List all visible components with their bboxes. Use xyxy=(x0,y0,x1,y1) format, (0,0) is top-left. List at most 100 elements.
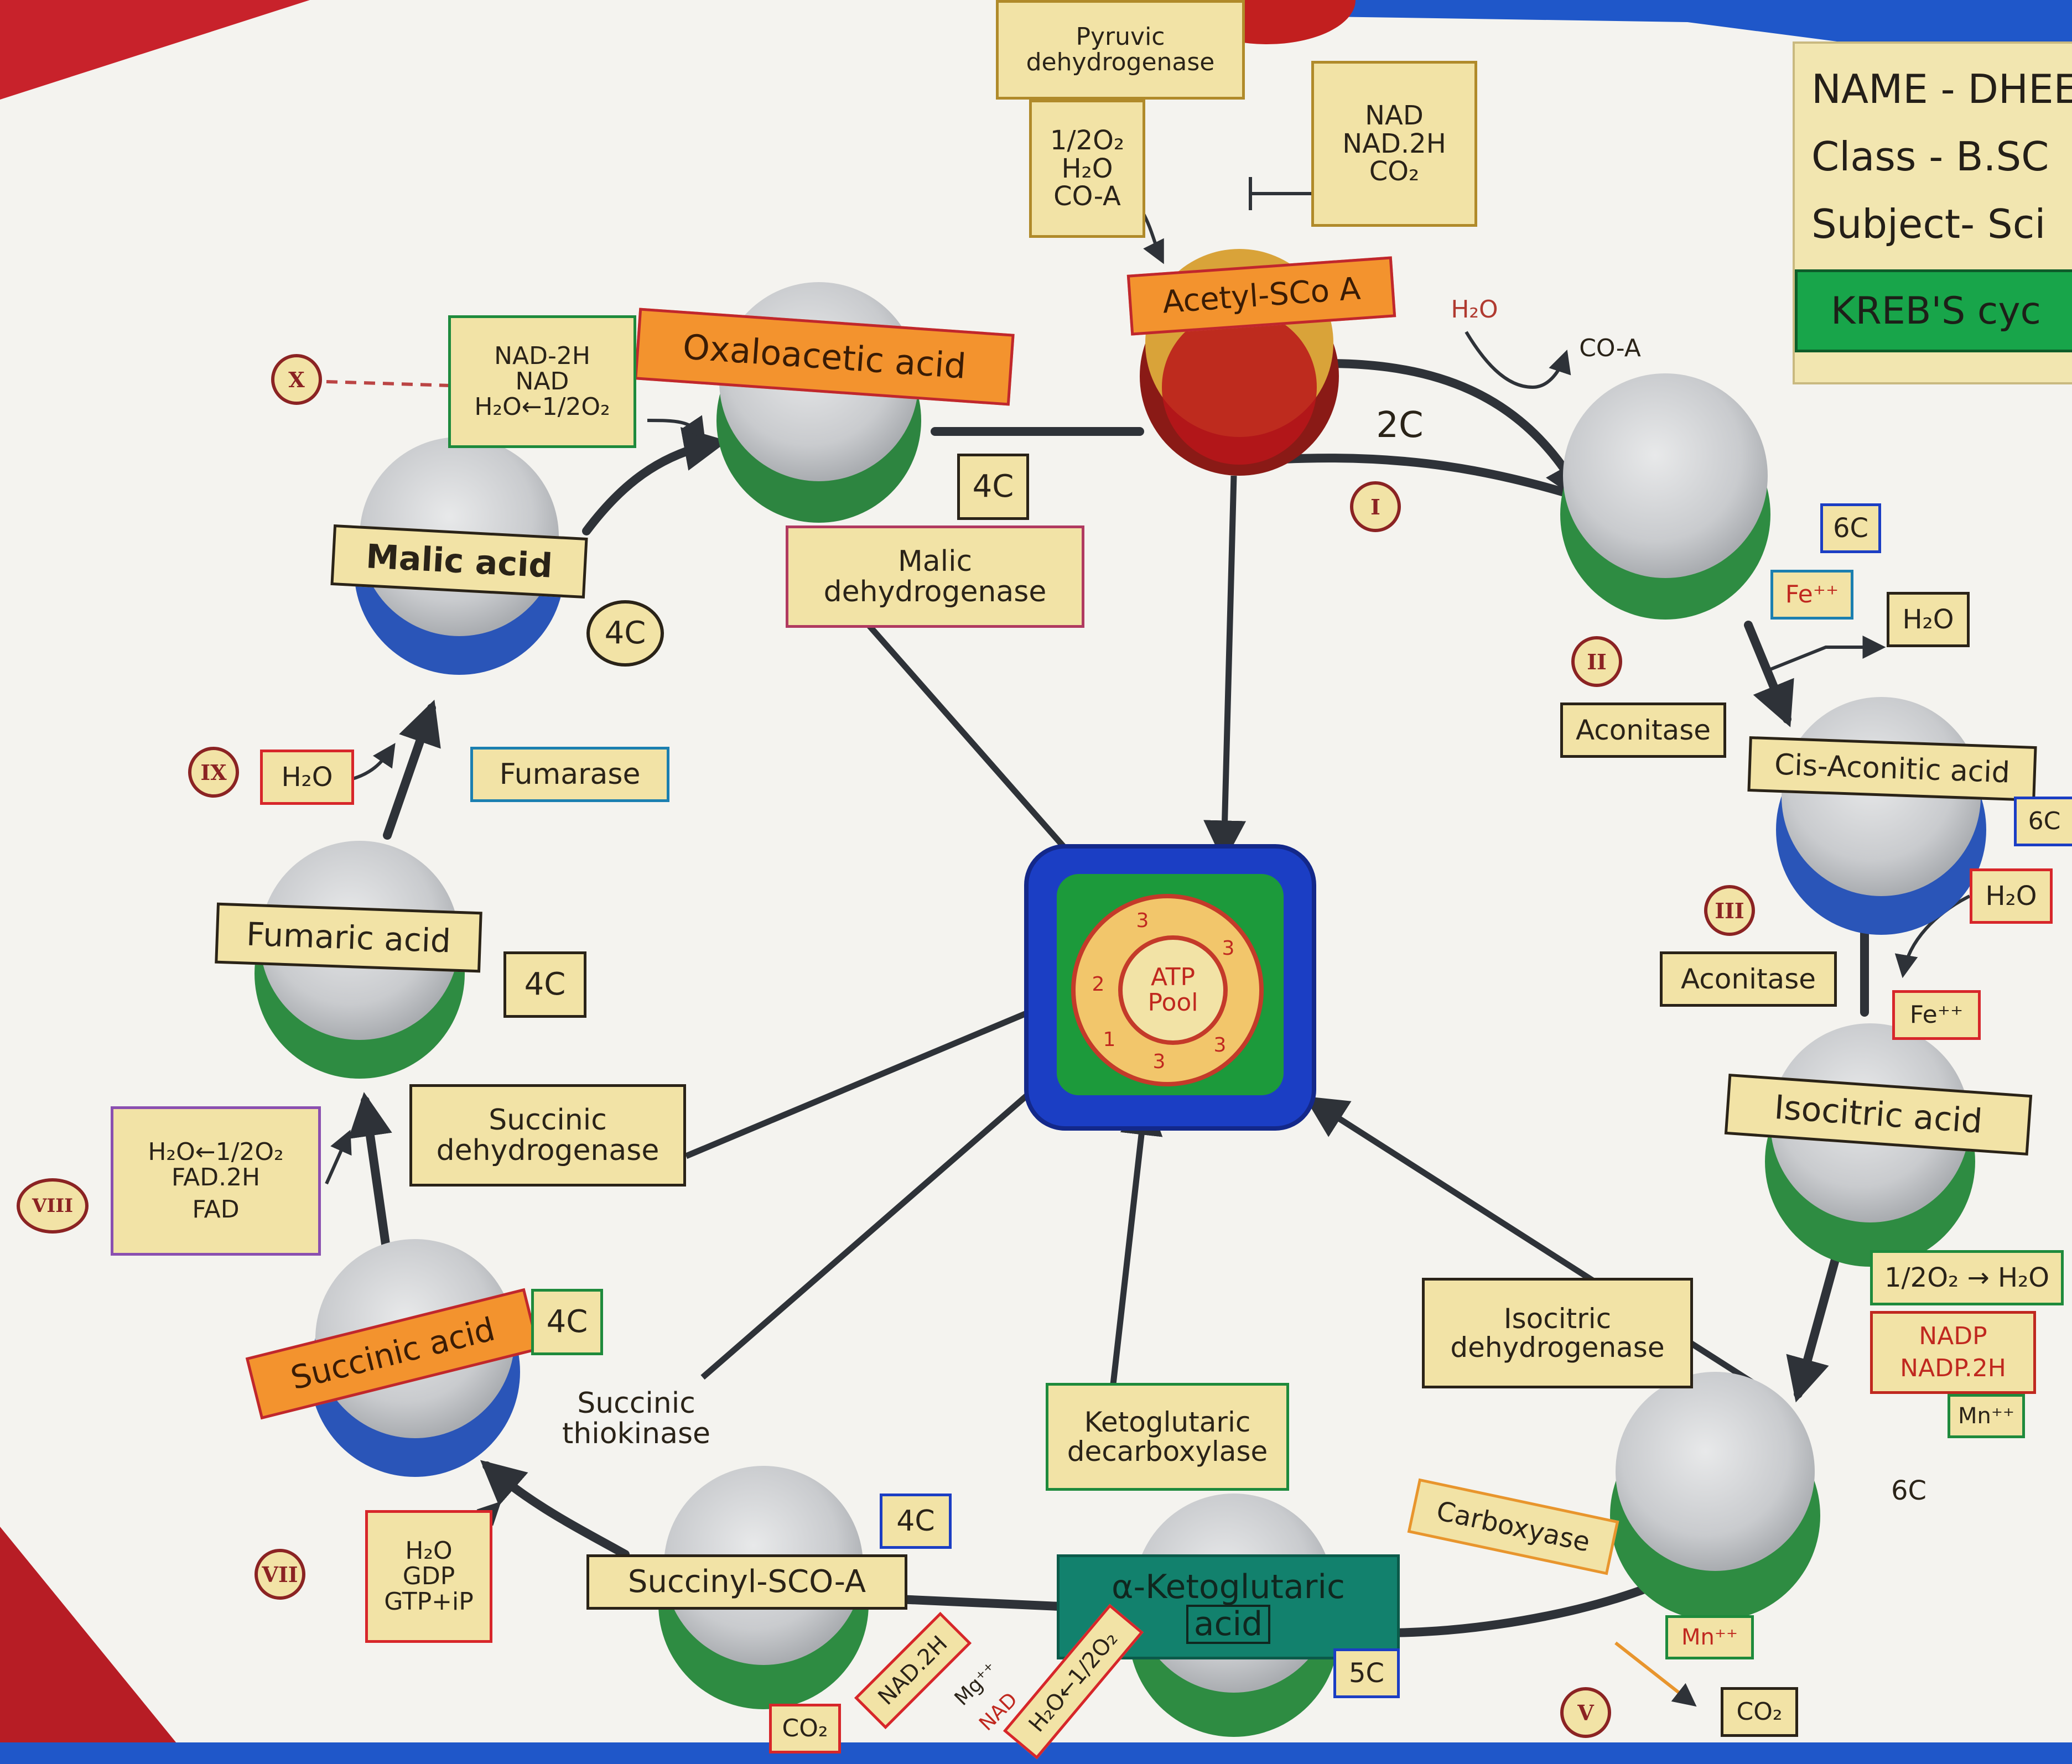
enzyme-pyruvic-dehydrogenase: Pyruvic dehydrogenase xyxy=(996,0,1245,100)
arrow-fumaric-to-malic xyxy=(383,699,441,840)
kreb-title-banner: KREB'S cyc xyxy=(1795,269,2072,352)
step7-h2o: H₂O xyxy=(405,1536,453,1565)
compound-cis-aconitic-acid: Cis-Aconitic acid xyxy=(1747,736,2037,802)
arrow-malic-to-oaa xyxy=(582,427,728,535)
student-name: NAME - DHEER xyxy=(1811,66,2072,112)
arrow-citrate-to-cis xyxy=(1744,621,1794,727)
step5-co2: CO₂ xyxy=(1721,1687,1798,1737)
step-number-9: IX xyxy=(188,747,239,798)
step-number-2: II xyxy=(1571,636,1622,687)
atp-count-top: 3 xyxy=(1136,909,1149,933)
pyruvic-nad2h: NAD.2H xyxy=(1342,128,1446,159)
step2-h2o-arrow xyxy=(1769,636,1886,671)
step6-co2: CO₂ xyxy=(769,1704,841,1753)
step8-h2o: H₂O←1/2O₂ xyxy=(148,1137,284,1166)
step-number-10: X xyxy=(271,354,322,405)
step3-h2o-arrow xyxy=(1894,894,1971,979)
step3-h2o: H₂O xyxy=(1970,868,2053,924)
step-number-5: V xyxy=(1560,1687,1611,1738)
step10-cofactors: NAD-2H NAD H₂O←1/2O₂ xyxy=(448,315,636,448)
spoke-ketoglutaric xyxy=(1109,1092,1163,1394)
step10-arrow xyxy=(647,415,705,441)
atp-count-top-right: 3 xyxy=(1222,937,1235,960)
ketoglutaric-line1: α-Ketoglutaric xyxy=(1111,1568,1346,1606)
step9-h2o: H₂O xyxy=(260,750,354,805)
arrow-acetyl-to-citrate xyxy=(1279,359,1587,506)
atp-count-bottom: 3 xyxy=(1152,1050,1166,1074)
malic-dh-text: Malic dehydrogenase xyxy=(823,544,1047,608)
carbon-5c-ketoglutaric: 5C xyxy=(1333,1648,1400,1698)
step7-cofactors: H₂O GDP GTP+iP xyxy=(365,1510,492,1643)
step8-arrow xyxy=(325,1130,352,1185)
enzyme-aconitase-2: Aconitase xyxy=(1660,951,1837,1007)
enzyme-aconitase-1: Aconitase xyxy=(1560,703,1726,758)
compound-fumaric-acid: Fumaric acid xyxy=(215,902,482,973)
red-paper-corner-bottom xyxy=(0,1527,194,1764)
step2-h2o: H₂O xyxy=(1887,592,1970,647)
step-number-3: III xyxy=(1704,885,1755,936)
carbon-4c-fumaric: 4C xyxy=(503,951,586,1018)
atp-count-left-low: 1 xyxy=(1103,1028,1116,1052)
pyruvic-dh-text: Pyruvic dehydrogenase xyxy=(1026,22,1215,76)
info-panel: NAME - DHEER Class - B.SC Subject- Sci K… xyxy=(1793,41,2072,384)
pyruvic-h2o: H₂O xyxy=(1061,153,1113,184)
compound-succinyl-sco-a: Succinyl-SCO-A xyxy=(586,1554,907,1610)
cap-oxalosuccinic xyxy=(1610,1372,1820,1621)
atp-count-left: 2 xyxy=(1092,973,1105,996)
pyruvic-co2: CO₂ xyxy=(1369,156,1420,188)
carbon-4c-succinic: 4C xyxy=(531,1289,603,1355)
enzyme-isocitric-dehydrogenase: Isocitric dehydrogenase xyxy=(1422,1278,1693,1388)
enzyme-succinic-thiokinase: Succinic thiokinase xyxy=(531,1366,741,1471)
spoke-succinyl xyxy=(700,1039,1091,1380)
enzyme-fumarase: Fumarase xyxy=(470,747,669,802)
blue-foil-top xyxy=(1328,0,2072,72)
succinic-dh-text: Succinic dehydrogenase xyxy=(436,1103,659,1167)
carbon-6c-isocitric-side: 6C xyxy=(1891,1475,1927,1506)
pyruvic-inputs: 1/2O₂ H₂O CO-A xyxy=(1029,100,1145,238)
atp-line: ATP xyxy=(1150,962,1196,991)
step4-mn: Mn⁺⁺ xyxy=(1948,1394,2025,1438)
step2-fe: Fe⁺⁺ xyxy=(1770,570,1853,620)
step5-mn: Mn⁺⁺ xyxy=(1665,1615,1754,1659)
step10-h2o: H₂O←1/2O₂ xyxy=(474,393,610,422)
step4-nadp2h: NADP.2H xyxy=(1900,1354,2006,1382)
spoke-succinic-dh xyxy=(684,984,1090,1159)
carbon-4c-malic: 4C xyxy=(586,600,664,667)
cycle-arrows xyxy=(348,359,1869,1637)
pyruvic-coa: CO-A xyxy=(1053,181,1121,212)
enzyme-malic-dehydrogenase: Malic dehydrogenase xyxy=(786,525,1084,628)
carbon-6c-cis-aconitic: 6C xyxy=(2014,797,2072,846)
atp-pool-label: ATP Pool xyxy=(1126,954,1220,1026)
spoke-acetyl xyxy=(1203,475,1247,863)
carbon-4c-succinyl: 4C xyxy=(880,1494,952,1549)
atp-count-right-low: 3 xyxy=(1213,1034,1227,1057)
carbon-2c: 2C xyxy=(1376,405,1424,446)
step-number-8: VIII xyxy=(17,1178,89,1234)
arrow-succinyl-to-succinic xyxy=(480,1460,630,1559)
pyruvic-nad: NAD xyxy=(1365,100,1424,132)
step1-h2o: H₂O xyxy=(1451,295,1498,324)
step3-fe: Fe⁺⁺ xyxy=(1892,990,1981,1040)
step4-nadp-block: NADP NADP.2H xyxy=(1870,1311,2036,1394)
carbon-6c-citrate: 6C xyxy=(1820,503,1881,553)
cap-cis-aconitic xyxy=(1776,697,1986,935)
step10-nad: NAD xyxy=(515,367,569,396)
step10-dashed-line xyxy=(326,380,504,389)
step4-nadp: NADP xyxy=(1919,1321,1987,1350)
cap-citrate xyxy=(1560,373,1770,620)
step9-h2o-arrow xyxy=(348,743,396,782)
arrow-2c-line xyxy=(1279,454,1587,502)
isocitric-dh-text: Isocitric dehydrogenase xyxy=(1450,1302,1665,1364)
red-paper-corner-top xyxy=(0,0,310,100)
ketoglutaric-line2: acid xyxy=(1186,1605,1271,1644)
step4-half-o2-h2o: 1/2O₂ → H₂O xyxy=(1870,1250,2064,1305)
carbon-4c-oxaloacetic: 4C xyxy=(957,454,1029,520)
pool-line: Pool xyxy=(1147,988,1198,1017)
student-subject: Subject- Sci xyxy=(1811,201,2046,247)
step8-cofactors: H₂O←1/2O₂ FAD.2H FAD xyxy=(111,1106,321,1256)
succinic-tk-text: Succinic thiokinase xyxy=(562,1387,711,1450)
step-number-7: VII xyxy=(255,1549,305,1600)
step8-fad2h: FAD.2H xyxy=(171,1163,261,1191)
